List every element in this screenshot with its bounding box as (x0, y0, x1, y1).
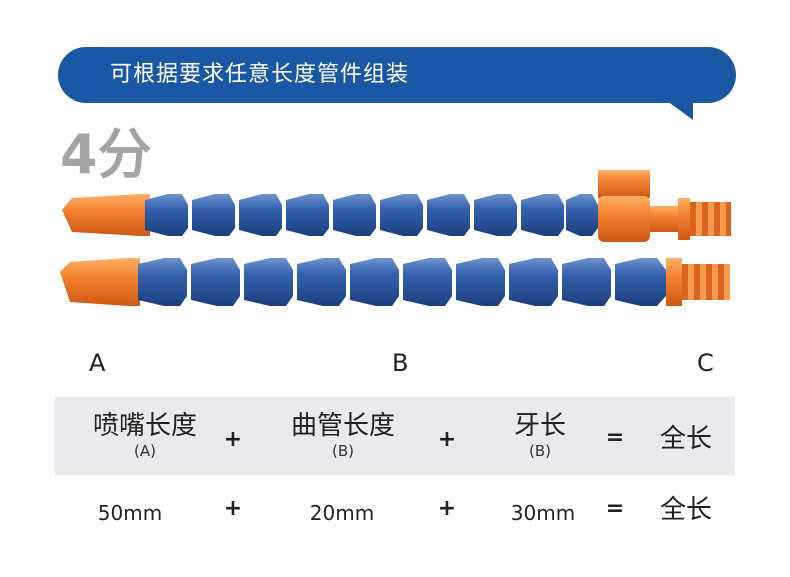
formula-header-row (55, 397, 735, 475)
plus-sign: + (223, 427, 243, 452)
header-thread-length: 牙长 (B) (480, 410, 600, 460)
header-nozzle-length: 喷嘴长度 (A) (70, 410, 220, 460)
header-thread-length-sub: (B) (529, 442, 551, 460)
hose-segment (191, 258, 240, 306)
value-nozzle-length: 50mm (97, 501, 163, 525)
hose-segment (566, 194, 598, 236)
hose-segment (244, 258, 293, 306)
hose-segment (403, 258, 452, 306)
fitting-bottom (666, 258, 730, 306)
hose-segment (615, 258, 666, 306)
hose-segment (380, 194, 423, 236)
dimension-b-label: B (392, 349, 409, 377)
nozzle-top (62, 194, 150, 236)
dimension-c-label: C (697, 349, 714, 377)
banner-tail (663, 98, 693, 120)
plus-sign: + (437, 427, 457, 452)
hose-segment (145, 194, 188, 236)
header-bend-length: 曲管长度 (B) (268, 410, 418, 460)
header-bend-length-sub: (B) (332, 442, 354, 460)
hose-segment (192, 194, 235, 236)
plus-sign: + (223, 496, 243, 521)
hose-segment (286, 194, 329, 236)
hose-bottom (60, 258, 730, 306)
banner-text: 可根据要求任意长度管件组装 (110, 62, 410, 87)
header-bend-length-main: 曲管长度 (290, 411, 395, 441)
equals-sign: = (605, 496, 625, 521)
valve-top (598, 170, 731, 242)
hose-segment (138, 258, 187, 306)
banner (58, 47, 736, 103)
equals-sign: = (605, 425, 625, 450)
hose-segment (509, 258, 558, 306)
hose-top (62, 170, 731, 242)
hose-segment (239, 194, 282, 236)
dimension-a-label: A (89, 349, 106, 377)
header-thread-length-main: 牙长 (513, 411, 566, 441)
hose-segment (350, 258, 399, 306)
hose-illustration (60, 170, 731, 306)
value-thread-length: 30mm (510, 501, 576, 525)
header-total-length: 全长 (660, 424, 713, 454)
value-total-length: 全长 (660, 495, 713, 525)
hose-segment (562, 258, 611, 306)
header-nozzle-length-sub: (A) (134, 442, 156, 460)
hose-segment (456, 258, 505, 306)
hose-segment (474, 194, 517, 236)
hose-segment (521, 194, 564, 236)
hose-segment (427, 194, 470, 236)
value-bend-length: 20mm (309, 501, 375, 525)
hose-segment (297, 258, 346, 306)
thread-top (690, 202, 731, 236)
hose-segment (333, 194, 376, 236)
plus-sign: + (437, 496, 457, 521)
size-label: 4分 (60, 123, 152, 186)
nozzle-bottom (60, 258, 140, 306)
header-nozzle-length-main: 喷嘴长度 (92, 411, 197, 441)
